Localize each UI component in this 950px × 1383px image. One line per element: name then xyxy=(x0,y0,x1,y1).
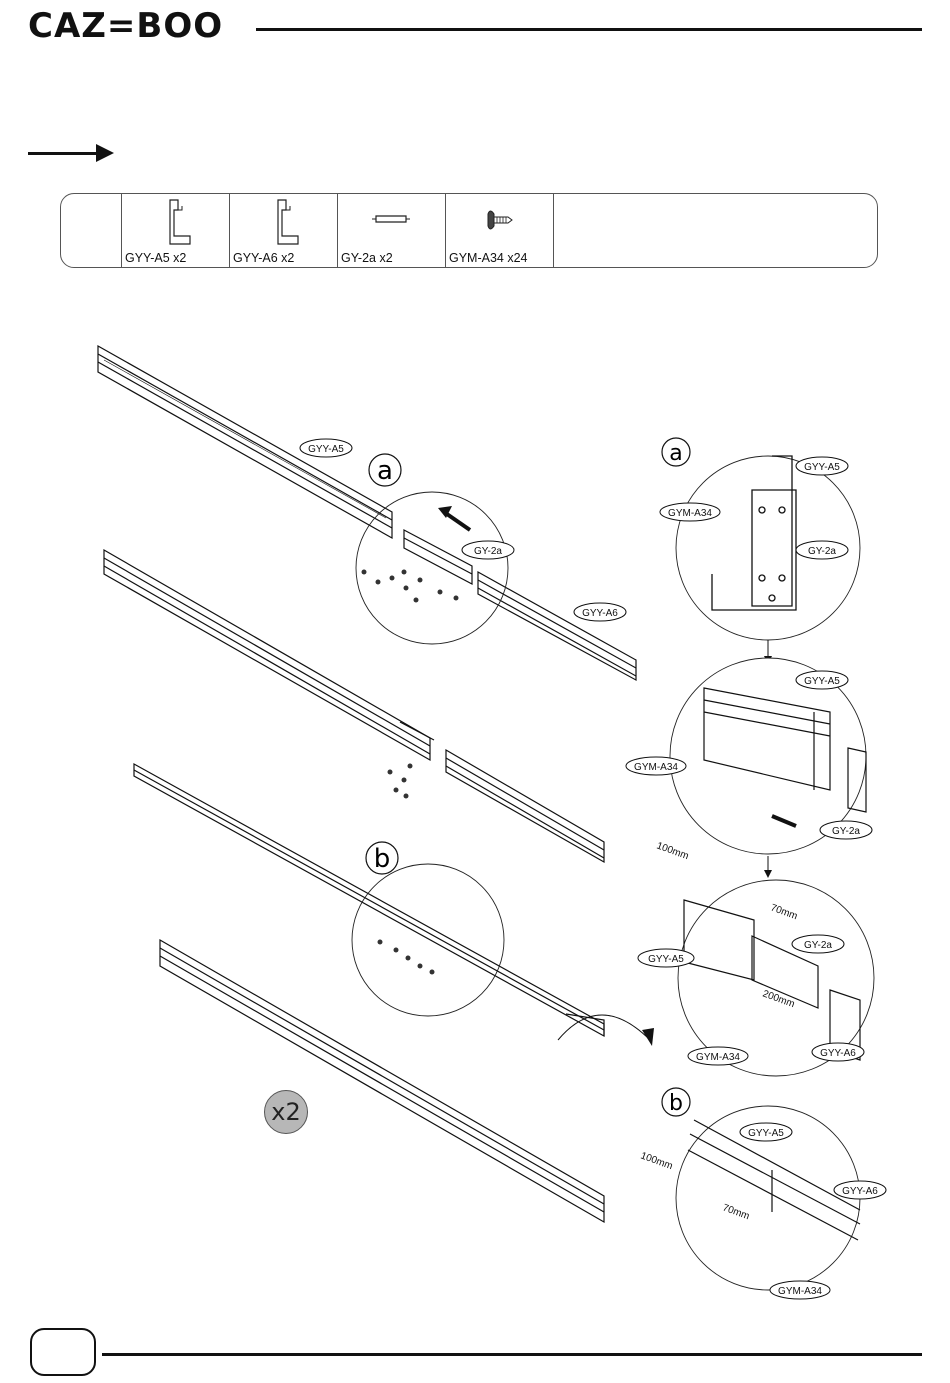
callout-gyy-a5: GYY-A5 xyxy=(308,444,344,455)
marker-b: b xyxy=(374,844,391,874)
detail-b-gym-a34: GYM-A34 xyxy=(778,1286,822,1297)
detail-a-bottom-gyy-a5: GYY-A5 xyxy=(648,954,684,965)
rail-fourth xyxy=(160,940,604,1222)
detail-a-middle-gym-a34: GYM-A34 xyxy=(634,762,678,773)
page-number-box xyxy=(30,1328,96,1376)
detail-a-middle-gy-2a: GY-2a xyxy=(832,826,860,837)
footer-rule xyxy=(102,1353,922,1356)
callout-gyy-a6: GYY-A6 xyxy=(582,608,618,619)
rail-second-right xyxy=(446,750,604,862)
detail-a-top-gy-2a: GY-2a xyxy=(808,546,836,557)
detail-b-gyy-a5: GYY-A5 xyxy=(748,1128,784,1139)
callout-gy-2a: GY-2a xyxy=(474,546,502,557)
quantity-multiplier-badge: x2 xyxy=(264,1090,308,1134)
connector-gy-2a xyxy=(404,530,472,584)
detail-a-bottom-gy-2a: GY-2a xyxy=(804,940,832,951)
detail-a-bottom-gym-a34: GYM-A34 xyxy=(696,1052,740,1063)
detail-b-marker: b xyxy=(669,1091,683,1116)
detail-a-middle-gyy-a5: GYY-A5 xyxy=(804,676,840,687)
detail-a-top-gym-a34: GYM-A34 xyxy=(668,508,712,519)
detail-b-gyy-a6: GYY-A6 xyxy=(842,1186,878,1197)
rail-gyy-a6-top xyxy=(478,572,636,680)
detail-a-bottom-gyy-a6: GYY-A6 xyxy=(820,1048,856,1059)
detail-a-marker: a xyxy=(669,441,682,466)
detail-a-top-gyy-a5: GYY-A5 xyxy=(804,462,840,473)
screw-group xyxy=(362,570,459,975)
rail-gyy-a5-top xyxy=(98,346,392,538)
detail-a-bottom-dim-100: 100mm xyxy=(655,840,690,862)
marker-a: a xyxy=(377,456,393,486)
detail-b-dim-100: 100mm xyxy=(639,1150,674,1172)
rail-second xyxy=(104,550,434,760)
